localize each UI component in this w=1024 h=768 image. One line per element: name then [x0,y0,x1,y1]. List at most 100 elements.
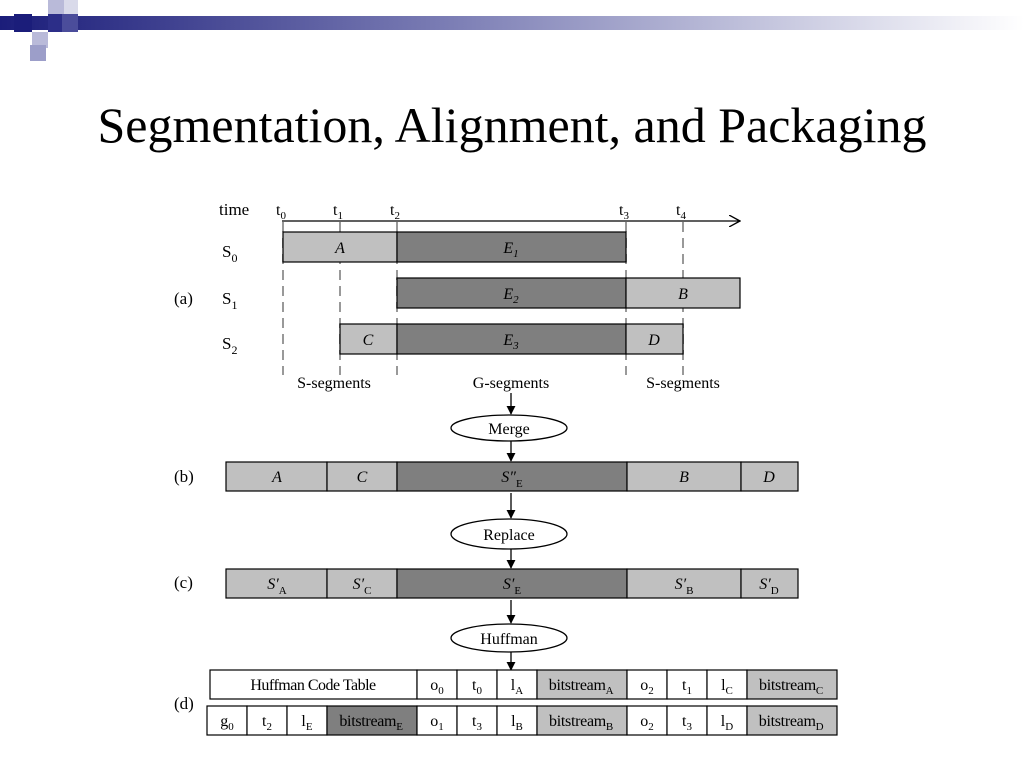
replaced-sd [740,568,799,599]
replaced-sa [225,568,328,599]
cell-g0 [206,705,248,736]
cell-bitstream-b-label: bitstreamB [549,713,613,733]
replaced-sb-label: S′B [675,576,694,597]
cell-bitstream-c [746,669,838,700]
huffman-step: Huffman [450,600,568,671]
cell-t1-label: t1 [682,677,692,697]
replace-step: Replace [450,493,568,569]
cell-la-label: lA [511,677,523,697]
replaced-se-label: S′E [503,576,522,597]
merged-c-label: C [357,469,368,486]
cell-le-label: lE [301,713,312,733]
cell-ld-label: lD [721,713,733,733]
panel-b-label: (b) [174,467,194,486]
cell-o0-label: o0 [430,677,444,697]
tick-t1: t1 [333,202,343,222]
segment-e1-label: E1 [502,240,518,260]
timeline-panel: time t0 t1 t2 t3 t4 S0 (a) S1 S2 A E1 E2… [174,200,740,392]
merged-a-label: A [271,469,282,486]
corner-decoration [0,0,1024,61]
cell-bitstream-c-label: bitstreamC [759,677,823,697]
stream-s2: S2 [222,334,237,357]
segment-b-label: B [678,286,688,303]
segment-c-label: C [363,332,374,349]
cell-t1 [666,669,708,700]
cell-bitstream-b [536,705,628,736]
package-panel: (d) Huffman Code Table o0 t0 lA bitstrea… [174,669,838,736]
merge-label: Merge [488,421,529,438]
cell-bitstream-a-label: bitstreamA [549,677,614,697]
cell-lc-label: lC [721,677,733,697]
segment-e3-label: E3 [502,332,519,352]
cell-t3-row2-label: t3 [682,713,692,733]
cell-t2 [246,705,288,736]
cell-t0-label: t0 [472,677,482,697]
segment-b [625,277,741,309]
cell-ld [706,705,748,736]
merge-step: Merge [450,393,568,462]
slide-title: Segmentation, Alignment, and Packaging [97,97,927,153]
s-segments-right-label: S-segments [646,375,720,392]
merged-b-label: B [679,469,689,486]
cell-o2-row2-label: o2 [640,713,654,733]
replace-label: Replace [483,527,535,544]
cell-o1-label: o1 [430,713,444,733]
segment-a [282,231,398,263]
replaced-se [396,568,628,599]
cell-o1 [416,705,458,736]
stream-s1: S1 [222,289,237,312]
cell-bitstream-d [746,705,838,736]
merged-d [740,461,799,492]
tick-t2: t2 [390,202,400,222]
s-segments-left-label: S-segments [297,375,371,392]
huffman-ellipse [450,623,568,653]
cell-t2-label: t2 [262,713,272,733]
time-label: time [219,200,249,219]
segment-e3 [396,323,627,355]
tick-t0: t0 [276,202,286,222]
g-segments-label: G-segments [473,375,549,392]
replaced-sd-label: S′D [759,576,779,597]
cell-bitstream-e-label: bitstreamE [339,713,403,733]
segment-a-label: A [334,240,345,257]
cell-bitstream-e [326,705,418,736]
cell-lb-label: lB [511,713,523,733]
cell-t3 [456,705,498,736]
merge-ellipse [450,414,568,442]
tick-t4: t4 [676,202,686,222]
segment-d [625,323,684,355]
cell-lb [496,705,538,736]
cell-le [286,705,328,736]
merged-b [626,461,742,492]
merged-row: (b) A C S″E B D [174,461,799,492]
panel-c-label: (c) [174,573,193,592]
cell-g0-label: g0 [220,713,234,733]
huffman-label: Huffman [480,631,537,648]
segment-e2-label: E2 [502,286,519,306]
merged-se-label: S″E [501,469,523,490]
cell-o2-label: o2 [640,677,654,697]
cell-bitstream-d-label: bitstreamD [759,713,824,733]
panel-a-label: (a) [174,289,193,308]
replace-ellipse [450,518,568,550]
merged-c [326,461,398,492]
segment-e1 [396,231,627,263]
segment-e2 [396,277,627,309]
cell-la [496,669,538,700]
cell-o2-row2 [626,705,668,736]
cell-bitstream-a [536,669,628,700]
stream-s0: S0 [222,242,237,265]
cell-t0 [456,669,498,700]
tick-t3: t3 [619,202,629,222]
panel-d-label: (d) [174,694,194,713]
huffman-code-table-cell [209,669,418,700]
merged-a [225,461,328,492]
cell-t3-row2 [666,705,708,736]
huffman-code-table-label: Huffman Code Table [250,677,376,694]
replaced-row: (c) S′A S′C S′E S′B S′D [174,568,799,599]
replaced-sc-label: S′C [353,576,372,597]
merged-d-label: D [762,469,775,486]
cell-o0 [416,669,458,700]
segment-d-label: D [647,332,660,349]
